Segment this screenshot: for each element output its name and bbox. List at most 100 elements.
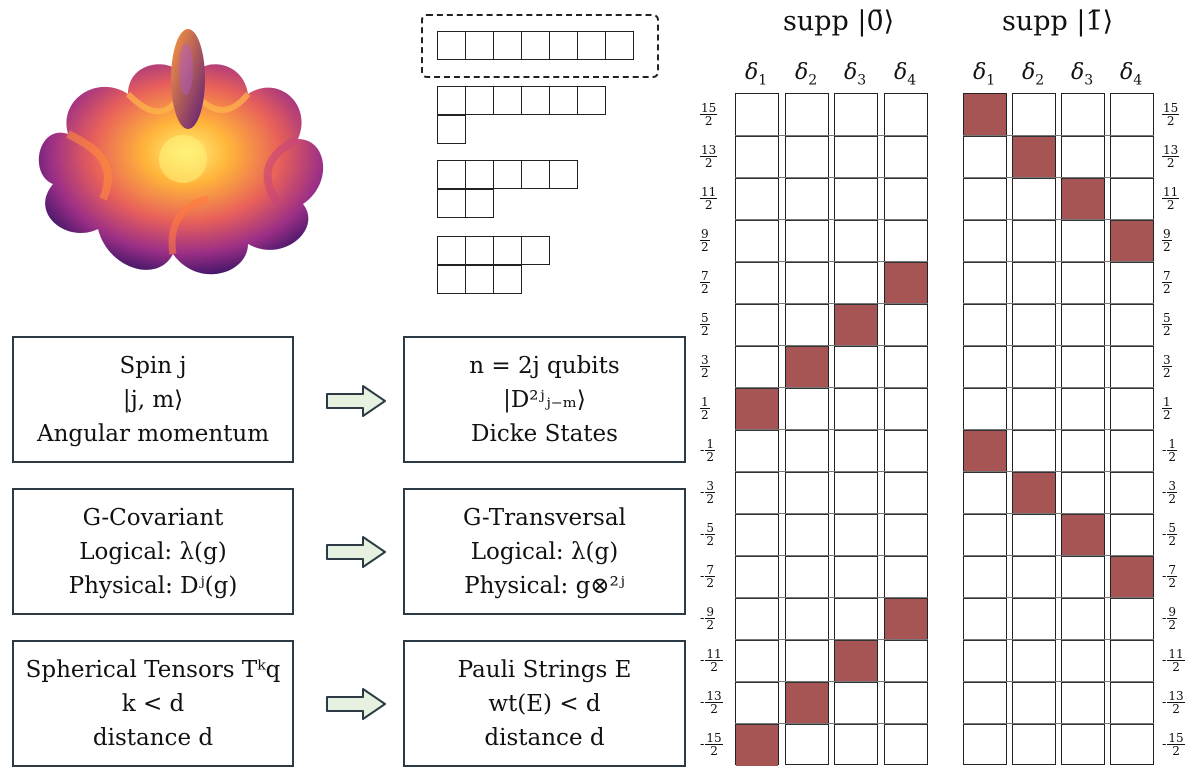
row-divider: [963, 135, 1154, 136]
support-cell: [964, 514, 1006, 556]
row-divider: [735, 387, 928, 388]
support-cell: [835, 388, 877, 430]
support-cell: [1013, 514, 1055, 556]
support-cell: [736, 220, 778, 262]
support-cell: [1111, 262, 1153, 304]
young-diagram-cell: [437, 189, 466, 218]
tensors-line-3: distance d: [92, 724, 214, 751]
support-cell: [1013, 556, 1055, 598]
support-cell: [835, 598, 877, 640]
spin-wavefunction-illustration: [38, 29, 324, 275]
support-cell: [835, 178, 877, 220]
row-divider: [963, 303, 1154, 304]
young-diagram-cell: [437, 160, 466, 189]
row-divider: [735, 303, 928, 304]
support-cell: [835, 94, 877, 136]
young-diagram-cell: [437, 115, 466, 144]
support-cell: [736, 514, 778, 556]
young-diagram-cell: [437, 236, 466, 265]
support-cell: [1013, 220, 1055, 262]
support-cell: [835, 220, 877, 262]
pauli-line-2: wt(E) < d: [488, 690, 601, 717]
support-cell: [835, 346, 877, 388]
row-divider: [963, 261, 1154, 262]
support-cell: [835, 514, 877, 556]
support-cell: [1111, 598, 1153, 640]
support-cell: [1062, 430, 1104, 472]
row-divider: [963, 177, 1154, 178]
support-cell: [786, 430, 828, 472]
young-diagram-row: [437, 86, 606, 115]
spin-line-1: Spin j: [119, 352, 187, 379]
young-diagram-cell: [465, 265, 494, 294]
row-divider: [963, 597, 1154, 598]
young-diagram-cell: [465, 189, 494, 218]
dicke-line-1: n = 2j qubits: [469, 352, 620, 379]
delta-label: δ2: [1022, 60, 1045, 89]
support-cell: [786, 640, 828, 682]
row-divider: [735, 471, 928, 472]
support-cell: [964, 472, 1006, 514]
support-cell: [1013, 346, 1055, 388]
delta-label: δ2: [795, 60, 818, 89]
support-cell: [1013, 640, 1055, 682]
support-cell: [1013, 430, 1055, 472]
transversal-line-3: Physical: g⊗²ʲ: [464, 572, 625, 599]
dicke-line-2: |D²ʲⱼ₋ₘ⟩: [503, 386, 586, 413]
support-cell: [885, 220, 927, 262]
young-diagram-cell: [437, 31, 466, 60]
young-diagram-cell: [493, 236, 522, 265]
young-diagram-row: [437, 115, 466, 144]
row-divider: [735, 261, 928, 262]
support-cell: [835, 430, 877, 472]
support-cell-filled: [1062, 514, 1104, 556]
support-cell: [964, 136, 1006, 178]
row-divider: [963, 429, 1154, 430]
support-cell: [964, 178, 1006, 220]
support-cell: [786, 94, 828, 136]
delta-label: δ4: [894, 60, 917, 89]
covariant-box: G-Covariant Logical: λ(g) Physical: Dʲ(g…: [12, 488, 294, 615]
support-cell: [885, 178, 927, 220]
support-cell: [835, 262, 877, 304]
row-divider: [735, 513, 928, 514]
young-diagram-row: [437, 236, 550, 265]
row-divider: [735, 639, 928, 640]
support-cell: [736, 136, 778, 178]
support-cell: [1062, 220, 1104, 262]
support-cell: [1111, 682, 1153, 724]
row-divider: [963, 681, 1154, 682]
support-cell: [786, 472, 828, 514]
support-cell: [964, 724, 1006, 766]
young-diagram-cell: [493, 160, 522, 189]
row-divider: [963, 345, 1154, 346]
support-cell: [1062, 724, 1104, 766]
support-cell: [1111, 640, 1153, 682]
support-cell: [786, 304, 828, 346]
support-cell: [1062, 304, 1104, 346]
support-cell-filled: [786, 682, 828, 724]
support-cell: [885, 514, 927, 556]
dicke-line-3: Dicke States: [471, 420, 618, 447]
young-diagram-cell: [493, 86, 522, 115]
young-diagram-cell: [465, 236, 494, 265]
row-divider: [735, 345, 928, 346]
arrow-right-icon: [326, 536, 386, 568]
support-cell: [1111, 388, 1153, 430]
pauli-line-3: distance d: [484, 724, 605, 751]
young-diagram-cell: [521, 160, 550, 189]
row-divider: [735, 429, 928, 430]
young-diagram-cell: [493, 31, 522, 60]
tensors-line-1: Spherical Tensors Tᵏq: [25, 656, 281, 683]
